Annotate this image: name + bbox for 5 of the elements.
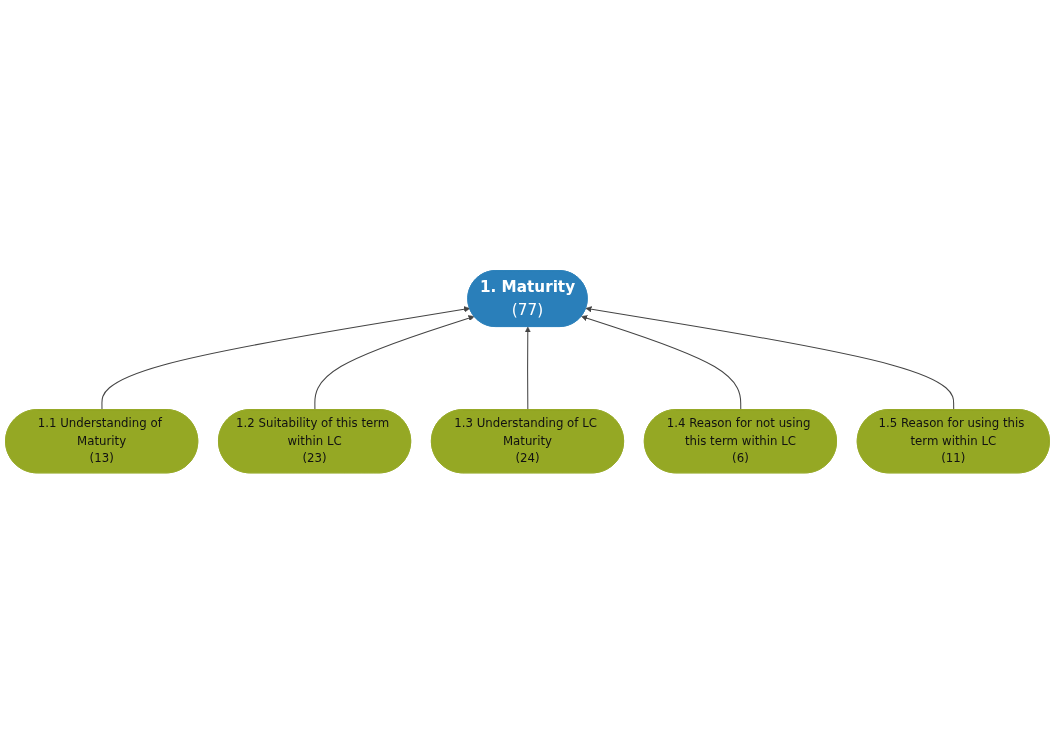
arrow [585,306,955,411]
arrow [524,326,531,411]
arrow [581,315,742,411]
arrow [101,306,471,411]
arrow [314,315,475,411]
